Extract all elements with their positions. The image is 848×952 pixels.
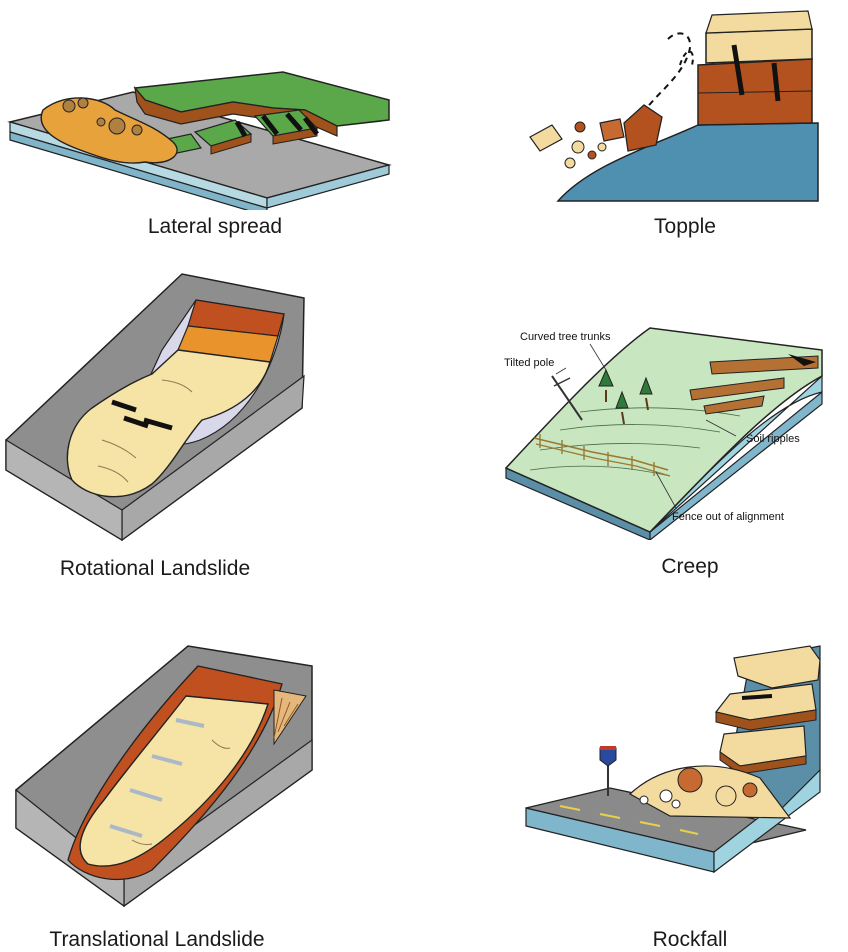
label-fence-out-of-alignment: Fence out of alignment xyxy=(672,511,784,523)
rotational-landslide-diagram xyxy=(2,270,322,550)
caption-rotational: Rotational Landslide xyxy=(25,557,285,581)
rockfall-diagram xyxy=(520,640,830,910)
lateral-spread-diagram xyxy=(5,70,395,210)
caption-rockfall: Rockfall xyxy=(630,928,750,952)
topple-diagram xyxy=(520,5,820,205)
caption-translational: Translational Landslide xyxy=(22,928,292,952)
label-soil-ripples: Soil ripples xyxy=(746,433,800,445)
translational-landslide-diagram xyxy=(12,640,322,910)
caption-lateral-spread: Lateral spread xyxy=(120,215,310,239)
label-tilted-pole: Tilted pole xyxy=(504,357,554,369)
label-curved-tree-trunks: Curved tree trunks xyxy=(520,331,611,343)
caption-topple: Topple xyxy=(630,215,740,239)
creep-diagram: Curved tree trunks Tilted pole Soil ripp… xyxy=(500,320,845,540)
caption-creep: Creep xyxy=(640,555,740,579)
